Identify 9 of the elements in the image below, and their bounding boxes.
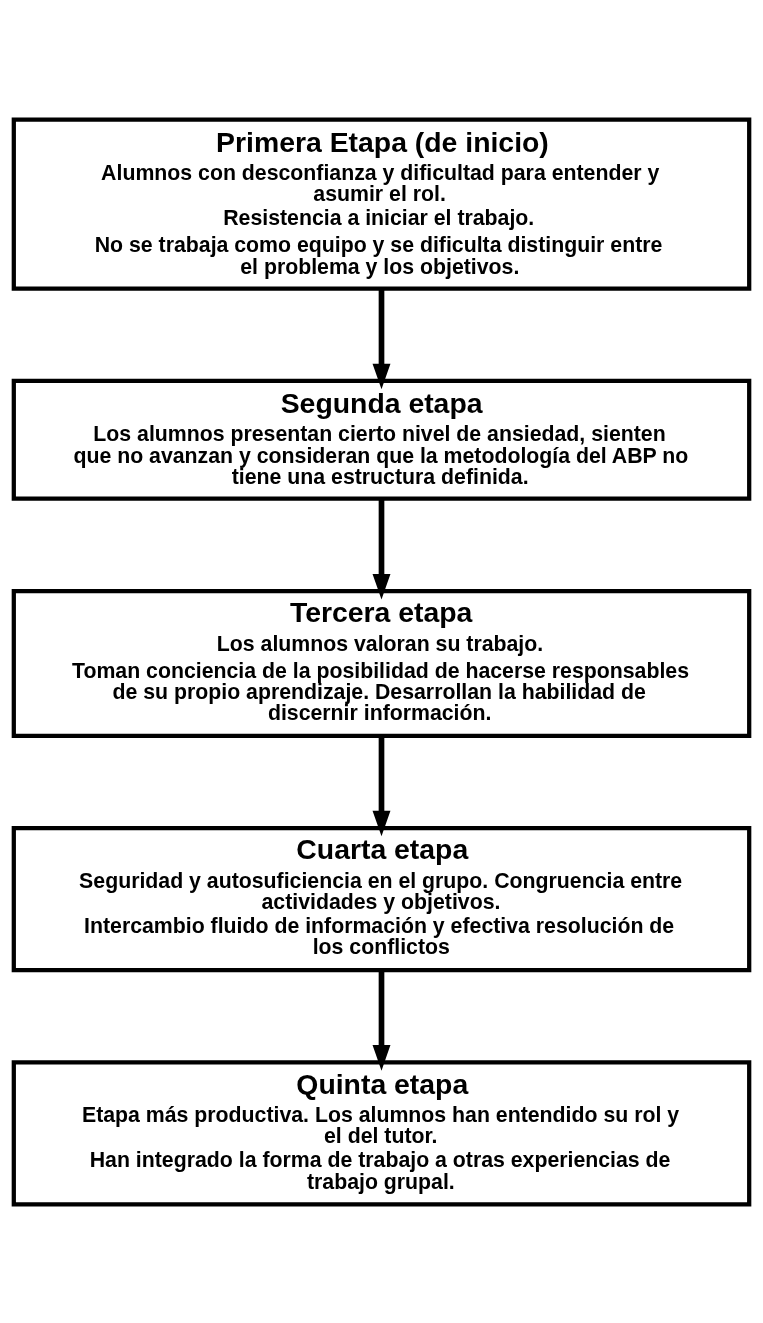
node-box: Cuarta etapa Seguridad y autosuficiencia en el grupo. Congruencia entre actividades y objetivos. Intercambio fluido de información y efectiva resolución de los conflictos: [11, 825, 752, 972]
node-box: Segunda etapa Los alumnos presentan cierto nivel de ansiedad, sienten que no avanzan y consideran que la metodología del ABP no tiene una estructura definida.: [11, 378, 752, 501]
arrow: [372, 970, 391, 1071]
node-box: Tercera etapa Los alumnos valoran su trabajo. Toman conciencia de la posibilidad de hacerse responsables de su propio aprendizaje. Desarrollan la habilidad de discernir información.: [11, 588, 752, 738]
node-box: Quinta etapa Etapa más productiva. Los alumnos han entendido su rol y el del tutor. Han integrado la forma de trabajo a otras experiencias de trabajo grupal.: [11, 1059, 752, 1206]
node-box: Primera Etapa (de inicio) Alumnos con desconfianza y dificultad para entender y asumir el rol. Resistencia a iniciar el trabajo. No se trabaja como equipo y se dificulta distinguir entre el problema y los objetivos.: [11, 117, 752, 291]
arrow: [372, 735, 391, 836]
arrow: [372, 498, 391, 600]
arrow: [372, 288, 391, 389]
